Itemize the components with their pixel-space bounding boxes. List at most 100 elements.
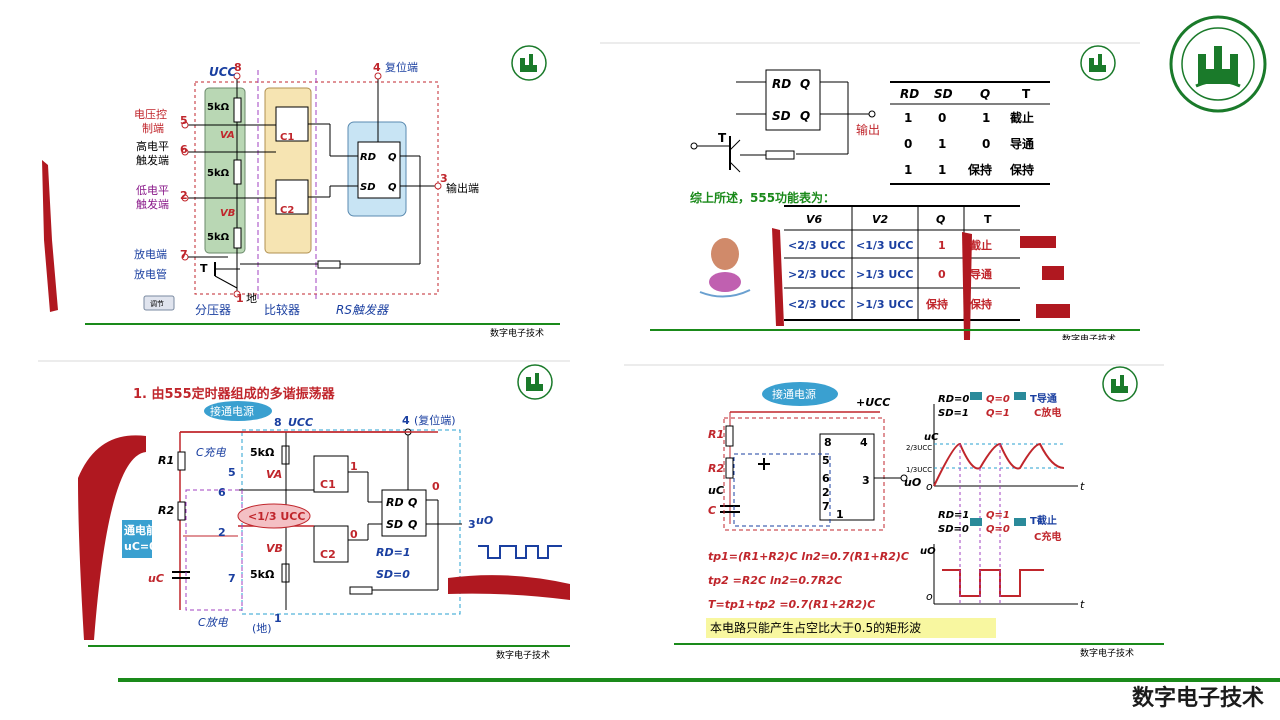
s3-qbar: Q <box>408 496 417 509</box>
s3-vb: VB <box>266 542 283 555</box>
s1-c2: C2 <box>280 205 294 216</box>
s1-res2: 5kΩ <box>207 168 230 179</box>
s3-pin5: 5 <box>228 466 236 479</box>
s4-pin3: 3 <box>862 474 870 487</box>
s3-sd: SD <box>386 518 403 531</box>
s4-formula3: T=tp1+tp2 =0.7(R1+2R2)C <box>708 598 875 611</box>
s1-va: VA <box>220 130 235 141</box>
s3-pin6: 6 <box>218 486 226 499</box>
s1-low1: 低电平 <box>136 184 169 197</box>
s1-res1: 5kΩ <box>207 102 230 113</box>
s3-pin1: 1 <box>274 612 282 625</box>
s3-pin2: 2 <box>218 526 226 539</box>
s2-rd-label: RD <box>772 77 791 91</box>
s4-r1: R1 <box>708 428 724 441</box>
s1-pin5: 5 <box>180 114 188 127</box>
t1-r1c3: 导通 <box>1010 136 1034 151</box>
s4-formula2: tp2 =R2C ln2=0.7R2C <box>708 574 842 587</box>
s1-divider: 分压器 <box>195 303 231 317</box>
t2-r2c3: 保持 <box>969 297 992 311</box>
s4-axis-uc: uC <box>924 432 939 443</box>
s4-r2: R2 <box>708 462 724 475</box>
s1-pin2: 2 <box>180 189 188 202</box>
t1-h0: RD <box>900 87 919 101</box>
s3-before1: 通电前 <box>124 523 157 537</box>
s2-transistor: T <box>718 131 727 145</box>
s2-qbar-label: Q <box>800 77 810 91</box>
s4-st2-q: Q=1 <box>986 510 1010 521</box>
t2-h0: V6 <box>806 213 823 226</box>
s4-st1-t: T导通 <box>1030 393 1057 405</box>
slide3-diagram: 1. 由555定时器组成的多谐振荡器 接通电源 8 UCC 4 (复位端) C充… <box>38 360 570 661</box>
s4-o2: o <box>926 590 933 603</box>
s3-res-top: 5kΩ <box>250 446 275 459</box>
s3-r1: R1 <box>158 454 174 467</box>
t2-r1c2: 0 <box>938 268 946 281</box>
s3-footer: 数字电子技术 <box>496 649 550 661</box>
s4-ucc: +UCC <box>856 396 890 409</box>
s3-q0: 0 <box>432 480 440 493</box>
s4-st1-q: Q=0 <box>986 394 1010 405</box>
s1-pin7: 7 <box>180 248 188 261</box>
t2-r2c0: <2/3 UCC <box>788 298 845 311</box>
s4-st2-c: C充电 <box>1034 530 1061 543</box>
s4-st1-c: C放电 <box>1034 406 1061 419</box>
s1-discharge: 放电端 <box>134 247 167 261</box>
s4-formula1: tp1=(R1+R2)C ln2=0.7(R1+R2)C <box>708 550 909 563</box>
s4-footer: 数字电子技术 <box>1080 647 1134 659</box>
t2-r2c1: >1/3 UCC <box>856 298 913 311</box>
s3-sd0: SD=0 <box>376 568 410 581</box>
s1-sd: SD <box>360 182 376 193</box>
s1-ground: 地 <box>246 292 257 305</box>
s3-out0: 0 <box>350 528 358 541</box>
s4-note: 本电路只能产生占空比大于0.5的矩形波 <box>710 620 921 635</box>
s3-q: Q <box>408 518 417 531</box>
s1-pin8: 8 <box>234 61 242 74</box>
t1-r0c2: 1 <box>982 111 990 125</box>
slide4-diagram: 接通电源 +UCC R1 R2 uC C 8 4 5 6 2 7 1 3 uO … <box>624 364 1164 659</box>
t1-r1c1: 1 <box>938 137 946 151</box>
s4-level-13: 1/3UCC <box>906 466 932 474</box>
s4-uc: uC <box>708 484 724 497</box>
s4-pin7: 7 <box>822 500 830 513</box>
t1-h3: T <box>1022 87 1031 101</box>
s2-summary: 综上所述，555功能表为： <box>690 190 835 205</box>
t2-r0c0: <2/3 UCC <box>788 239 845 252</box>
s3-res-bot: 5kΩ <box>250 568 275 581</box>
t1-h2: Q <box>980 87 990 101</box>
s1-pin4: 4 <box>373 61 381 74</box>
s4-uo: uO <box>904 476 921 489</box>
s1-discharge-tube: 放电管 <box>134 267 167 281</box>
s1-ucc: UCC <box>209 65 237 79</box>
s3-pin3: 3 <box>468 518 476 531</box>
s4-pin2: 2 <box>822 486 830 499</box>
s1-rd: RD <box>360 152 376 163</box>
t2-h2: Q <box>936 213 945 226</box>
s3-rd1: RD=1 <box>376 546 410 559</box>
s3-bubble: <1/3 UCC <box>248 510 305 523</box>
s3-pin4: 4 <box>402 414 410 427</box>
s1-reset-label: 复位端 <box>385 60 418 74</box>
s1-c1: C1 <box>280 132 294 143</box>
s4-level-23: 2/3UCC <box>906 444 932 452</box>
s3-uc: uC <box>148 572 164 585</box>
t1-r0c1: 0 <box>938 111 946 125</box>
t2-h1: V2 <box>872 213 889 226</box>
s3-cdischarge: C放电 <box>198 616 229 629</box>
t1-r1c2: 0 <box>982 137 990 151</box>
s3-va: VA <box>266 468 282 481</box>
slide-555-function-table: RD SD Q Q 输出 T RD SD Q T 1 0 1 截止 0 1 0 … <box>600 40 1140 345</box>
s3-out1: 1 <box>350 460 358 473</box>
s3-title: 1. 由555定时器组成的多谐振荡器 <box>133 386 336 402</box>
t2-r1c1: >1/3 UCC <box>856 268 913 281</box>
course-title: 数字电子技术 <box>1131 686 1264 711</box>
s3-rd: RD <box>386 496 404 509</box>
t2-r0c3: 截止 <box>970 238 992 252</box>
s4-pin6: 6 <box>822 472 830 485</box>
s3-pin8: 8 <box>274 416 282 429</box>
s4-pin5: 5 <box>822 454 830 467</box>
t1-r2c2: 保持 <box>967 162 992 177</box>
s1-button[interactable]: 调节 <box>150 299 164 308</box>
s2-q-label: Q <box>800 109 810 123</box>
s1-footer: 数字电子技术 <box>490 327 544 339</box>
